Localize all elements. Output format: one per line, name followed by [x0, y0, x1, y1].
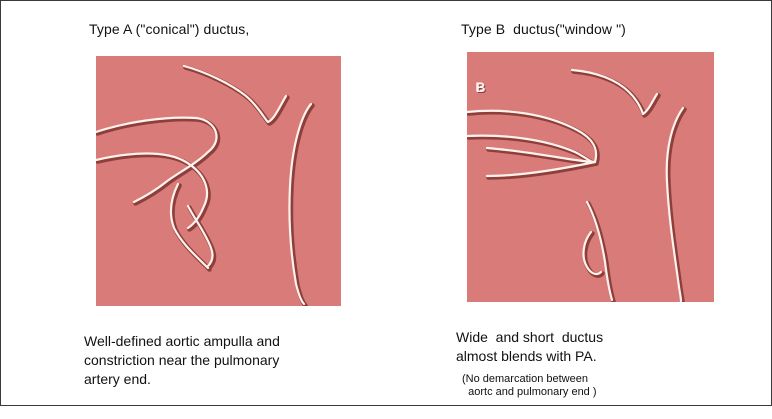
panel-a-vessel-outlines	[96, 56, 341, 306]
panel-a-highlight-paths	[96, 66, 311, 304]
panel-b-title: Type B ductus("window ")	[461, 21, 626, 37]
panel-a-caption-line-1: Well-defined aortic ampulla and	[84, 332, 280, 351]
panel-b-vessel-lower-loop	[469, 137, 597, 177]
panel-a-vessel-upper-arch	[186, 68, 288, 124]
panel-a-shadow-paths	[98, 68, 313, 306]
panel-b-vessel-upper-arch	[574, 72, 659, 116]
panel-b-angiogram: B	[467, 52, 714, 302]
panel-a-angiogram	[96, 56, 341, 306]
panel-b-vessel-outlines	[467, 52, 714, 302]
panel-b-caption: Wide and short ductus almost blends with…	[456, 328, 603, 366]
panel-b-caption-line-2: almost blends with PA.	[456, 347, 603, 366]
panel-a-title: Type A ("conical") ductus,	[89, 21, 249, 37]
panel-a-caption-line-3: artery end.	[84, 370, 280, 389]
panel-b-highlight-paths	[467, 70, 683, 301]
panel-b-note: (No demarcation between aortc and pulmon…	[462, 373, 597, 399]
panel-a-caption: Well-defined aortic ampulla and constric…	[84, 332, 280, 389]
panel-b-caption-line-1: Wide and short ductus	[456, 328, 603, 347]
panel-b-badge: B	[476, 80, 485, 95]
panel-a-caption-line-2: constriction near the pulmonary	[84, 351, 280, 370]
panel-b-shadow-paths	[469, 72, 685, 303]
panel-a-vessel-aortic-loop	[98, 119, 219, 203]
panel-b-note-line-1: (No demarcation between	[462, 373, 597, 386]
figure-frame: Type A ("conical") ductus, Well-defined	[0, 0, 772, 406]
panel-b-note-line-2: aortc and pulmonary end )	[462, 386, 597, 399]
